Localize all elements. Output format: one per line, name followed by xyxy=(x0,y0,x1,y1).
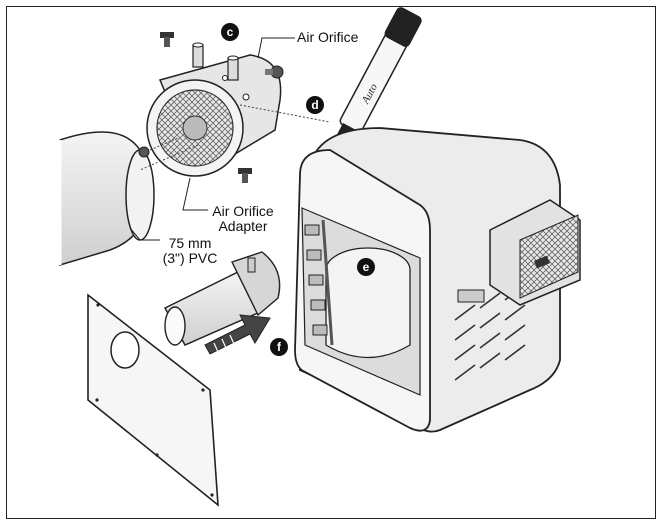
marker-c: c xyxy=(221,23,239,41)
marker-e: e xyxy=(357,258,375,276)
screw-top xyxy=(160,32,174,47)
marker-f: f xyxy=(270,338,288,356)
heater-unit xyxy=(294,127,581,433)
label-adapter-line2: Adapter xyxy=(218,218,268,234)
screw-right xyxy=(265,65,284,79)
pvc-pipe-short xyxy=(163,251,281,346)
marker-d: d xyxy=(306,96,324,114)
label-pvc-line1: 75 mm xyxy=(168,235,212,251)
screw-left xyxy=(138,146,150,158)
front-panel xyxy=(87,293,219,507)
leader-lines xyxy=(129,37,295,241)
label-pvc: 75 mm (3") PVC xyxy=(150,236,230,266)
marker-pen: Auto xyxy=(332,7,422,157)
insertion-arrow xyxy=(204,314,271,355)
alignment-lines xyxy=(139,104,331,171)
pvc-pipe xyxy=(58,131,155,267)
label-air-orifice-adapter: Air Orifice Adapter xyxy=(208,204,278,234)
screw-bottom xyxy=(238,168,252,183)
label-air-orifice: Air Orifice xyxy=(297,29,359,45)
label-pvc-line2: (3") PVC xyxy=(162,250,218,266)
label-adapter-line1: Air Orifice xyxy=(212,203,274,219)
air-orifice-adapter xyxy=(146,42,282,177)
